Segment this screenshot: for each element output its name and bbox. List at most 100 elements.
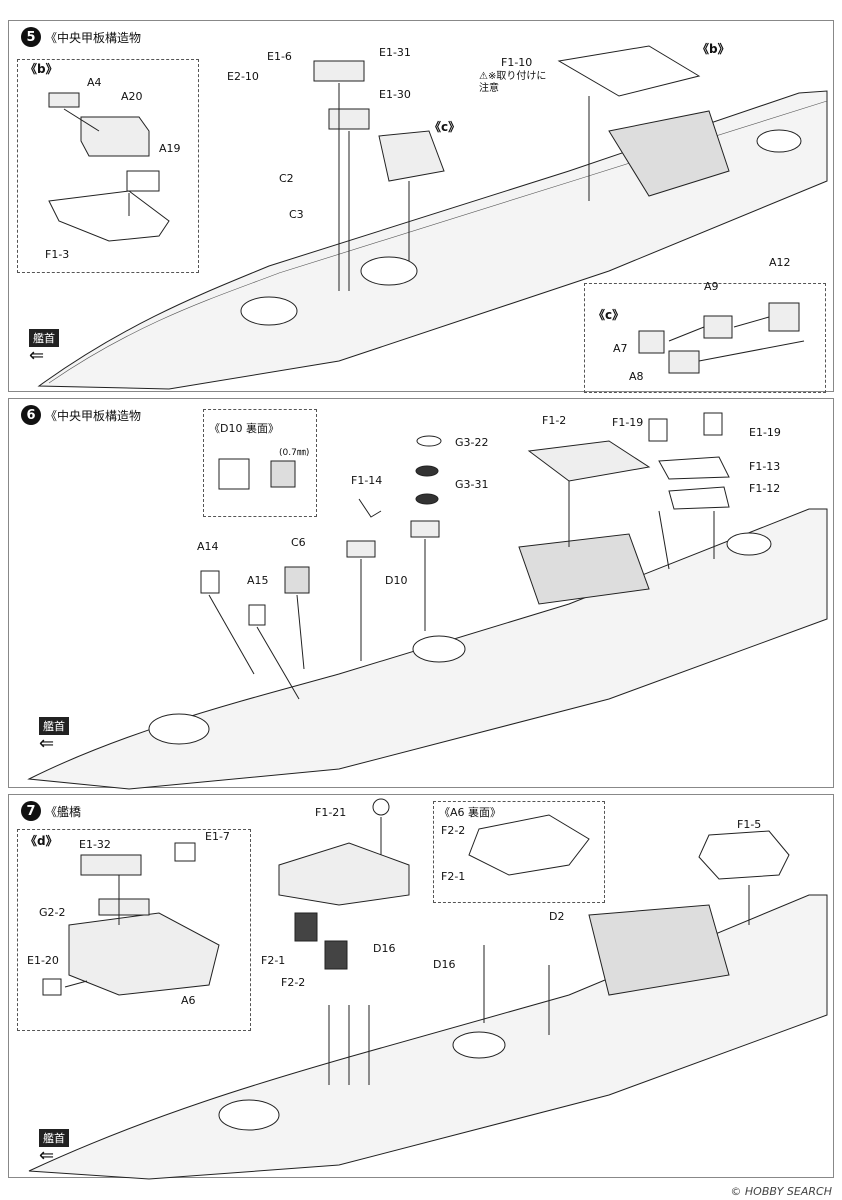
label-a12: A12 [769,256,791,269]
part-g3-22-shape [416,435,442,447]
part-e1-20-shape [42,978,62,996]
step-5-drawing [37,45,828,390]
label-g3-31: G3-31 [455,478,489,491]
step-7-number: 7 [21,801,41,821]
turret-mid [412,635,466,663]
label-f1-13: F1-13 [749,460,781,473]
turret-2 [360,256,418,286]
label-e2-10: E2-10 [227,70,259,83]
label-f2-2-b: F2-2 [441,824,466,837]
part-a4-shape [48,92,80,108]
d10-box-title: 《D10 裏面》 [209,422,279,435]
label-f1-5: F1-5 [737,818,762,831]
part-e1-30-shape [328,108,370,130]
step-5-panel: 5 《中央甲板構造物 [8,20,834,393]
d10-section-shape [270,460,296,488]
bridge-deck-shape [278,842,410,906]
step-7-panel: 7 《艦橋 《d》 E1-32 E1-7 G [8,794,834,1180]
part-c6-shape [284,566,310,594]
label-e1-31: E1-31 [379,46,411,59]
part-e1-19-shape [703,412,723,436]
bow-indicator-5: 艦首 ⇐ [29,327,59,365]
sub-b-label-2: 《b》 [697,42,730,56]
sub-c-label: 《c》 [429,120,461,134]
part-g2-2-shape [98,898,150,916]
label-f2-1: F2-1 [261,954,286,967]
step-5-title: 5 《中央甲板構造物 [21,27,141,47]
label-f1-19: F1-19 [612,416,644,429]
step-7-heading: 《艦橋 [45,804,82,819]
label-a7: A7 [613,342,628,355]
label-c3: C3 [289,208,304,221]
label-a9: A9 [704,280,719,293]
label-d16: D16 [373,942,396,955]
part-f1-12-shape [668,486,730,510]
watermark-brand: HOBBY SEARCH [744,1185,832,1198]
turret-aft [726,532,772,556]
superstructure [518,533,650,605]
part-a7-shape [638,330,665,354]
part-d10-shape-b [410,520,440,538]
watermark-copyright: © [730,1185,742,1198]
part-f2-1-shape [294,912,318,942]
a6-box-title: 《A6 裏面》 [439,806,502,819]
step-5-number: 5 [21,27,41,47]
label-g2-2: G2-2 [39,906,66,919]
part-a14-shape [200,570,220,594]
label-e1-20: E1-20 [27,954,59,967]
superstructure [588,904,730,996]
label-c2: C2 [279,172,294,185]
turret-fore [148,713,210,745]
label-f1-3: F1-3 [45,248,70,261]
step-7-title: 7 《艦橋 [21,801,81,821]
step-6-drawing [27,412,828,790]
step-6-heading: 《中央甲板構造物 [45,408,142,423]
label-c6: C6 [291,536,306,549]
assembly-arrows [208,481,715,700]
label-e1-32: E1-32 [79,838,111,851]
label-a19: A19 [159,142,181,155]
part-f1-2-shape [527,440,651,482]
assembly-arrows [63,83,805,362]
caution-line-2: 注意 [479,83,499,94]
bow-label-7: 艦首 [39,1129,69,1147]
part-f1-13-shape [658,456,730,480]
part-f2-2-shape [324,940,348,970]
label-a8: A8 [629,370,644,383]
turret-3 [756,129,802,153]
label-a4: A4 [87,76,102,89]
part-f1-19-shape [648,418,668,442]
part-a19-shape [126,170,160,192]
label-e1-7: E1-7 [205,830,230,843]
label-d2: D2 [549,910,565,923]
part-e1-7-shape [174,842,196,862]
label-g3-22: G3-22 [455,436,489,449]
turret-mid [452,1031,506,1059]
sub-b-label: 《b》 [25,62,58,76]
bow-arrow-icon: ⇐ [29,345,45,366]
part-g3-31-shape-b [415,493,439,505]
label-e1-19: E1-19 [749,426,781,439]
bow-arrow-icon: ⇐ [39,733,55,754]
part-c-block-shape [378,130,445,182]
part-f1-21-shape [372,798,390,816]
d10-underside-shape [218,458,250,490]
subassembly-c-box [584,283,826,393]
turret-fore [218,1099,280,1131]
label-f1-21: F1-21 [315,806,347,819]
step-6-title: 6 《中央甲板構造物 [21,405,141,425]
label-f2-2: F2-2 [281,976,306,989]
label-d10: D10 [385,574,408,587]
label-f2-1-b: F2-1 [441,870,466,883]
part-f1-5-shape [698,830,790,880]
part-a8-shape [668,350,700,374]
label-e1-30: E1-30 [379,88,411,101]
label-f1-10: F1-10 [501,56,533,69]
part-e1-32-shape [80,854,142,876]
label-a15: A15 [247,574,269,587]
d10-underside-box [203,409,317,517]
step-7-drawing [28,798,828,1180]
bow-label-5: 艦首 [29,329,59,347]
turret-1 [240,296,298,326]
label-a20: A20 [121,90,143,103]
